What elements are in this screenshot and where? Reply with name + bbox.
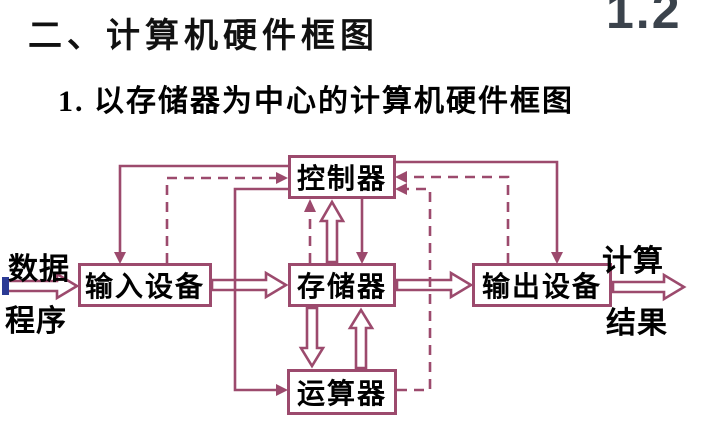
line-input-to-controller — [165, 176, 276, 263]
arrow-memory-to-controller — [318, 199, 346, 264]
arrow-memory-to-alu — [298, 306, 326, 369]
arrowhead-controller-to-memory — [356, 252, 368, 264]
arrowhead-alu-to-controller — [395, 183, 407, 195]
arrowhead-controller-to-output — [551, 252, 563, 264]
arrow-output-to-external — [611, 272, 687, 302]
arrow-alu-to-memory — [347, 307, 375, 370]
arrowhead-controller-to-alu — [276, 384, 288, 396]
slide-title: 二、计算机硬件框图 — [28, 17, 379, 55]
node-output-device: 输出设备 — [472, 263, 612, 307]
line-controller-to-input — [118, 164, 288, 252]
line-output-to-controller — [406, 175, 510, 263]
node-controller: 控制器 — [288, 155, 396, 199]
section-number: 1.2 — [606, 0, 682, 39]
node-alu: 运算器 — [287, 369, 397, 415]
node-input-device: 输入设备 — [78, 263, 212, 307]
arrow-input-to-memory — [210, 270, 289, 300]
arrowhead-input-to-controller — [276, 172, 288, 184]
line-controller-to-alu — [233, 187, 288, 392]
line-controller-to-output — [396, 160, 559, 252]
line-alu-to-controller — [397, 187, 432, 392]
arrowhead-output-to-controller — [395, 171, 407, 183]
arrowhead-controller-to-input — [114, 252, 126, 264]
arrow-external-to-input — [2, 271, 80, 301]
label-result-line2: 结果 — [606, 307, 668, 340]
label-result-line1: 计算 — [602, 245, 664, 278]
node-memory: 存储器 — [288, 263, 396, 307]
slide-subtitle: 1. 以存储器为中心的计算机硬件框图 — [58, 85, 574, 118]
label-program-input: 程序 — [5, 305, 67, 338]
arrow-memory-to-output — [395, 270, 474, 300]
arrowhead-memory-to-controller-feedback — [304, 199, 316, 212]
input-arrow-blue-cap — [2, 277, 9, 295]
label-data-input: 数据 — [8, 253, 70, 286]
